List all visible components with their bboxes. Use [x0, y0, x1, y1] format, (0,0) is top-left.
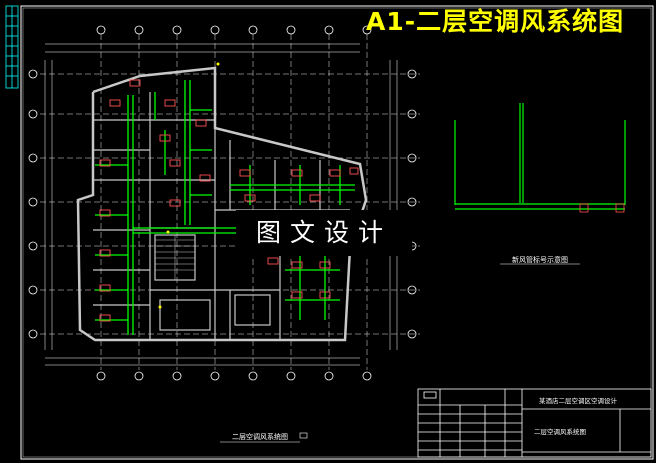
scale-box [299, 432, 308, 439]
sheet-frame [20, 5, 654, 460]
title-block [417, 388, 652, 458]
detail-caption: 新风管标号示意图 [512, 255, 568, 264]
title-block-drawing-name: 二层空调风系统图 [534, 427, 586, 436]
dimension-lines [44, 43, 398, 366]
title-block-project: 某酒店二层空调区空调设计 [539, 396, 618, 405]
air-ducts [95, 80, 355, 335]
watermark: 图文设计 [236, 210, 412, 256]
stair [155, 235, 195, 280]
axis-bubbles [28, 25, 417, 381]
drawing-title: A1-二层空调风系统图 [366, 7, 625, 36]
binding-strip [5, 5, 19, 89]
duct-detail-drawing [454, 103, 626, 265]
air-terminals [99, 79, 359, 322]
sheet-inner-frame [22, 7, 652, 458]
plan-caption: 二层空调风系统图 [232, 432, 288, 441]
building-walls [76, 66, 368, 342]
section-markers [158, 62, 290, 309]
